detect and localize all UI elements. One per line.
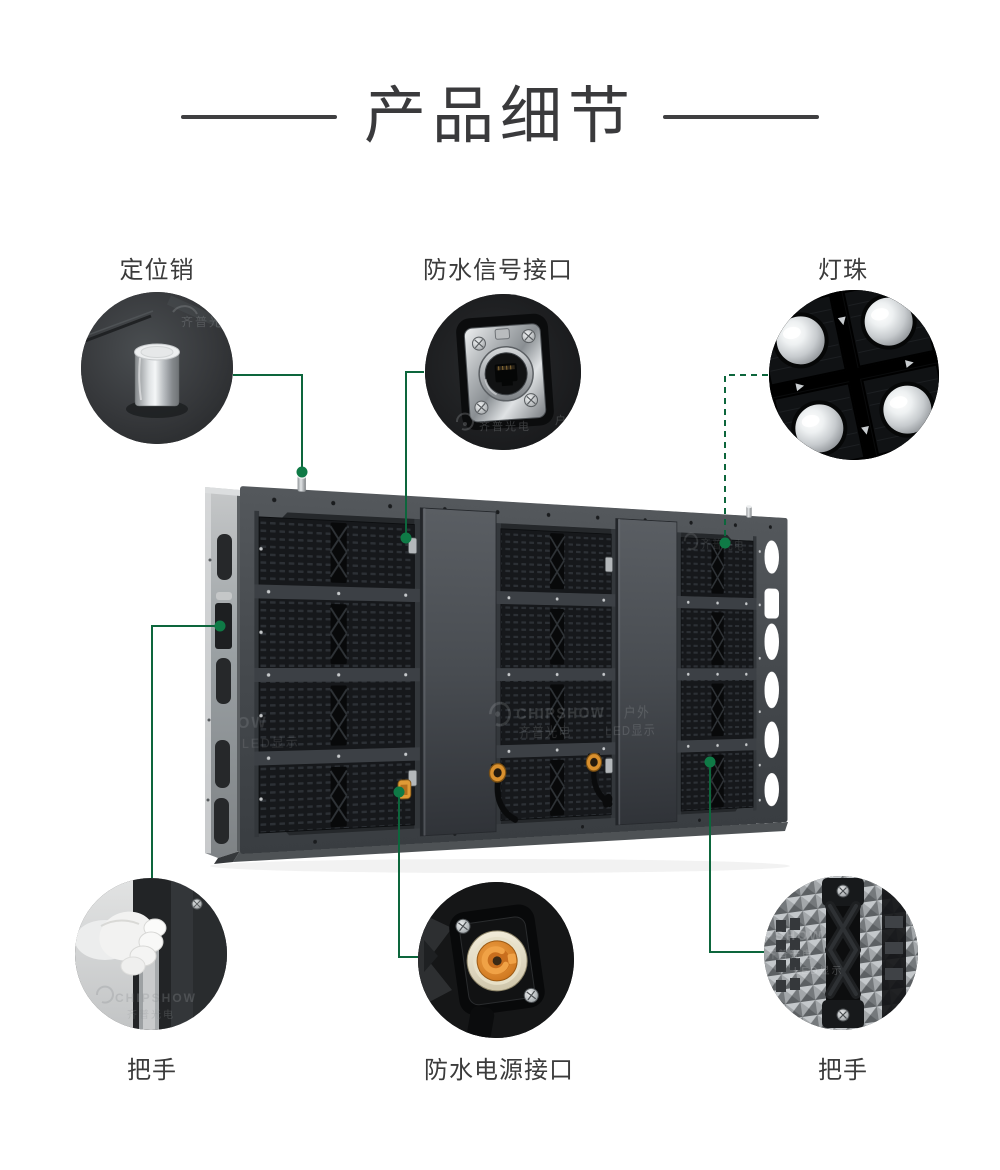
- cabinet-rear-photo: CHIPSHOW 户外 齐普光电 LED显示 齐普光电 CHIPSHOW LED…: [240, 474, 788, 854]
- title-rule-right: [663, 115, 819, 119]
- callout-line-handle-left: [151, 625, 222, 878]
- module-handles: [331, 522, 724, 828]
- svg-text:齐普光电: 齐普光电: [766, 948, 814, 961]
- svg-text:齐普光电: 齐普光电: [479, 419, 531, 433]
- signal-connector-art: [456, 313, 554, 430]
- retention-clips: [795, 316, 914, 435]
- svg-text:户外: 户外: [624, 705, 650, 721]
- label-handle-left: 把手: [127, 1057, 177, 1084]
- watermark-fragment: CHIPSHOW 齐普光电 LED显示: [764, 928, 843, 977]
- callout-line-led-beads: [724, 374, 768, 539]
- led-beads-art: [769, 290, 939, 460]
- svg-text:LED显示: LED显示: [794, 965, 843, 977]
- rj45-socket: [494, 363, 518, 387]
- label-power-connector: 防水电源接口: [424, 1057, 574, 1084]
- page-title-row: 产品细节: [0, 86, 1000, 148]
- label-signal-connector: 防水信号接口: [423, 257, 573, 284]
- label-led-beads: 灯珠: [818, 257, 868, 284]
- top-positioning-pins: [297, 474, 752, 518]
- watermark-center: CHIPSHOW 户外 齐普光电 LED显示: [490, 701, 656, 741]
- power-cover-plates: [420, 508, 677, 836]
- detail-photo-signal-connector: 齐普光电 户外: [425, 294, 581, 450]
- callout-line-signal-connector: [405, 371, 424, 534]
- power-connector-art: [449, 904, 545, 1038]
- title-rule-left: [180, 115, 337, 119]
- gloved-hand: [75, 911, 167, 976]
- svg-text:CHIPSHOW: CHIPSHOW: [764, 928, 824, 943]
- callout-line-handle-right: [709, 764, 764, 953]
- svg-text:齐普光电: 齐普光电: [127, 1008, 175, 1021]
- callout-anchor-dots: [214, 466, 731, 798]
- callout-line-positioning-pin: [233, 374, 303, 468]
- watermark-fragment: CHIPSHOW 齐普光电: [95, 985, 197, 1021]
- cabinet-left-side-face: [205, 487, 240, 858]
- svg-text:LED显示: LED显示: [242, 735, 300, 751]
- module-slots-left: [776, 918, 800, 992]
- watermark-left: CHIPSHOW LED显示: [240, 714, 300, 751]
- detail-photo-power-connector: [418, 882, 574, 1038]
- detail-photo-led-beads: [769, 290, 939, 460]
- detail-photo-handle-right: CHIPSHOW 齐普光电 LED显示: [764, 876, 918, 1030]
- svg-text:LED显示: LED显示: [605, 724, 656, 739]
- x-brace-handle: [822, 878, 864, 1028]
- detail-photo-handle-left: CHIPSHOW 齐普光电: [75, 878, 227, 1030]
- callout-line-power-connector: [398, 794, 418, 958]
- positioning-pin-art: [126, 343, 188, 418]
- svg-text:齐普光电: 齐普光电: [519, 724, 572, 741]
- svg-text:CHIPSHOW: CHIPSHOW: [115, 991, 197, 1005]
- svg-text:CHIPSHOW: CHIPSHOW: [516, 703, 605, 723]
- label-handle-right: 把手: [818, 1057, 868, 1084]
- detail-photo-positioning-pin: 齐普光电: [81, 292, 233, 444]
- page-title: 产品细节: [363, 82, 636, 151]
- svg-text:CHIPSHOW: CHIPSHOW: [240, 714, 268, 733]
- cabinet-bottom-face: [214, 822, 788, 864]
- label-positioning-pin: 定位销: [119, 257, 195, 284]
